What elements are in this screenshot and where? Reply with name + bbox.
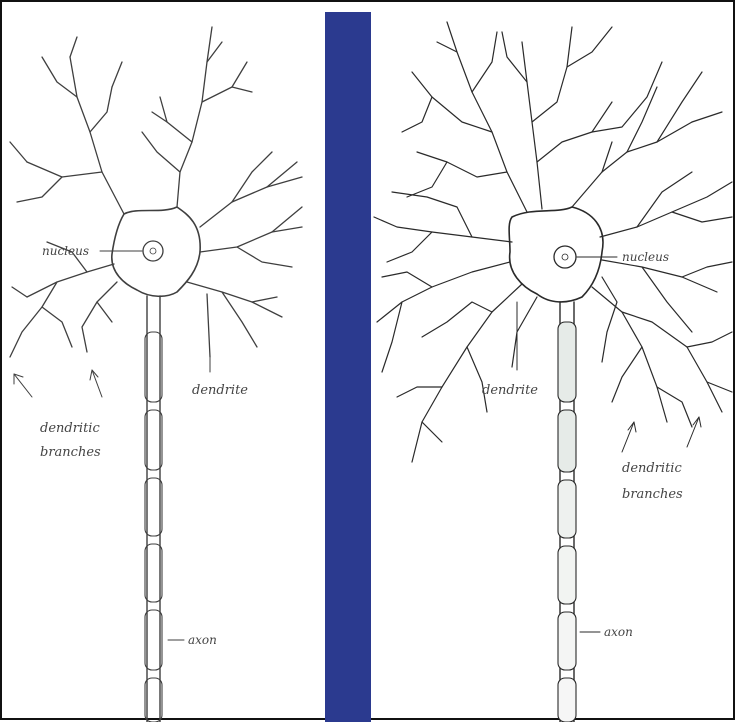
right-branches-label-line2: branches: [622, 487, 683, 502]
left-nucleus: [143, 241, 163, 261]
right-neuron: nucleus dendrite dendritic branches axon: [374, 22, 732, 722]
left-neuron: nucleus dendrite dendritic branches axon: [10, 27, 302, 722]
right-branches-label-line1: dendritic: [622, 461, 682, 476]
right-axon-label: axon: [604, 625, 633, 639]
right-pointers: [517, 257, 701, 632]
left-axon-label: axon: [188, 633, 217, 647]
right-dendrite-label: dendrite: [482, 383, 538, 398]
left-dendrite-label: dendrite: [192, 383, 248, 398]
left-dendrites: [10, 27, 302, 357]
left-branches-label-line2: branches: [40, 445, 101, 460]
left-axon: [145, 296, 162, 722]
left-nucleus-label: nucleus: [42, 244, 89, 258]
center-divider: [325, 12, 371, 722]
right-soma: [509, 207, 603, 302]
right-dendrites: [374, 22, 732, 462]
left-branches-label-line1: dendritic: [40, 421, 100, 436]
right-nucleus-label: nucleus: [622, 250, 669, 264]
right-axon: [558, 302, 576, 722]
right-nucleus: [554, 246, 576, 268]
